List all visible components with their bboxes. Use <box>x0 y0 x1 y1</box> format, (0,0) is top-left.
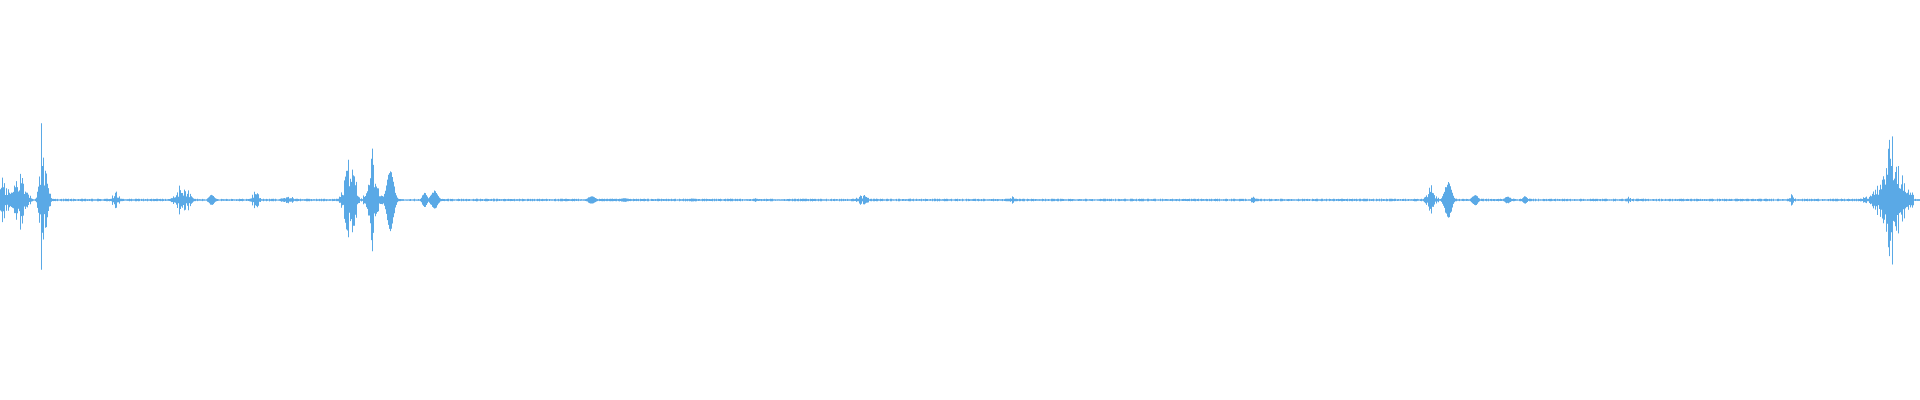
waveform-samples <box>0 123 1920 270</box>
